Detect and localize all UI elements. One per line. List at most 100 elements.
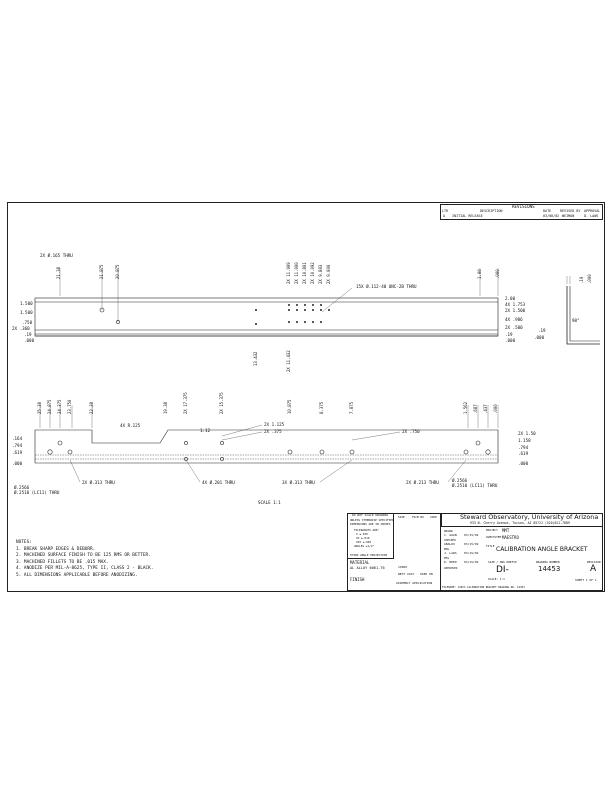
prefix-header-size: SIZE xyxy=(398,515,405,519)
qty-value: 1X000 xyxy=(398,565,408,569)
used-on-label: USED ON xyxy=(420,572,433,576)
subtitle-label: SUBSYSTEM xyxy=(486,535,502,539)
front-right-dim-1-50: 2X 1.50 xyxy=(518,431,536,436)
front-top-dim-2: 24.375 xyxy=(57,399,62,414)
size-label: SIZE / DWG PREFIX xyxy=(488,560,517,564)
right-dim-1-500: 2X 1.500 xyxy=(505,308,526,313)
front-right-dim-000: .000 xyxy=(518,461,529,466)
inner-label-1-12: 1.12 xyxy=(200,428,211,433)
role-mfg: MFG xyxy=(444,556,450,560)
revision-value: A xyxy=(590,564,597,574)
top-dim-10-092: 2X 10.092 xyxy=(310,262,315,284)
role-drawn: DRAWN xyxy=(444,529,453,533)
hole-note-313-left: 2X Ø.313 THRU xyxy=(82,480,115,485)
role-checked: CHECKED xyxy=(444,538,456,542)
front-top-dim-0: 25.38 xyxy=(37,401,42,414)
side-dim-000: .000 xyxy=(534,335,545,340)
radius-note: 4X R.125 xyxy=(120,423,141,428)
hole-note-213: 2X Ø.213 THRU xyxy=(406,480,439,485)
scale-reference: SCALE: 1:1 xyxy=(488,577,505,581)
right-dim-2-00: 2.00 xyxy=(505,296,516,301)
inner-label-750: 2X .750 xyxy=(402,429,420,434)
bottom-dim-11-432: 2X 11.432 xyxy=(286,350,291,372)
rev-row-description: INITIAL RELEASE xyxy=(452,214,483,218)
side-dim-19: .19 xyxy=(538,328,546,333)
top-dim-10-801: 2X 10.801 xyxy=(302,262,307,284)
rev-header-ltr: LTR xyxy=(442,209,449,213)
top-dim-21-875: 21.875 xyxy=(99,264,104,279)
top-dim-right-000: .000 xyxy=(495,269,500,279)
drawing-sheet xyxy=(7,202,605,592)
front-top-dim-3: 23.750 xyxy=(67,399,72,414)
tolerance-4: ANGLES ±1/2° xyxy=(354,544,375,548)
top-dim-21-38: 21.38 xyxy=(56,266,61,279)
bottom-dim-13-432: 13.432 xyxy=(253,351,258,366)
title-label: TITLE xyxy=(486,544,495,548)
notes-title: NOTES: xyxy=(16,540,32,545)
front-left-dim-164: .164 xyxy=(12,436,23,441)
hole-note-201: 4X Ø.201 THRU xyxy=(202,480,235,485)
sheet-label: SHEET 1 OF 1 xyxy=(575,578,597,582)
front-top-dim-11: 1.562 xyxy=(463,401,468,414)
date-mfg: 03/15/02 xyxy=(464,560,479,564)
top-note-hole-165: 2X Ø.165 THRU xyxy=(40,253,73,258)
right-dim-000: .000 xyxy=(505,338,516,343)
front-top-dim-12: .687 xyxy=(473,404,478,414)
do-not-scale: DO NOT SCALE DRAWING xyxy=(352,513,389,517)
finish-label: FINISH xyxy=(350,577,365,582)
front-top-dim-14: .000 xyxy=(493,404,498,414)
rev-row-revised-by: WEIMAN xyxy=(562,214,575,218)
left-dim-000: .000 xyxy=(24,338,35,343)
top-dim-9-000: 2X 9.000 xyxy=(326,264,331,284)
top-dim-11-000: 2X 11.000 xyxy=(294,262,299,284)
revisions-title: REVISIONS xyxy=(512,204,535,209)
project-label: PROJECT xyxy=(486,528,498,532)
date-checked: 03/15/02 xyxy=(464,542,479,546)
company-box xyxy=(441,513,603,527)
person-drawn: C. GUAN xyxy=(444,533,457,537)
date-eng: 03/15/02 xyxy=(464,551,479,555)
front-left-dim-000: .000 xyxy=(12,461,23,466)
left-dim-19: .19 xyxy=(24,332,32,337)
rev-header-description: DESCRIPTION xyxy=(480,209,503,213)
front-right-dim-794: .794 xyxy=(518,445,529,450)
rev-row-ltr: A xyxy=(443,214,446,218)
front-top-dim-5: 19.38 xyxy=(163,401,168,414)
rev-row-date: 03/08/02 xyxy=(543,214,560,218)
front-top-dim-13: .437 xyxy=(483,404,488,414)
right-dim-986: 4X .986 xyxy=(505,317,523,322)
front-top-dim-10: 7.875 xyxy=(349,401,354,414)
person-checked: ABALDO xyxy=(444,542,455,546)
revisions-table xyxy=(440,204,603,220)
role-eng: ENG xyxy=(444,547,450,551)
tolerance-3: XXX ±.005 xyxy=(356,540,372,544)
bottom-left-note-b: Ø.2510 (LC11) THRU xyxy=(14,490,60,495)
note-3: 3. MACHINED FILLETS TO BE .015 MAX. xyxy=(16,559,109,565)
front-top-dim-6: 2X 17.375 xyxy=(183,392,188,414)
thread-note: 15X Ø.112-40 UNC-2B THRU xyxy=(356,284,417,289)
rev-header-date: DATE xyxy=(543,209,552,213)
tolerance-1: X ±.030 xyxy=(356,532,368,536)
part-title: CALIBRATION ANGLE BRACKET xyxy=(496,546,588,553)
drawing-number-label: DRAWING NUMBER xyxy=(536,560,560,564)
drawing-prefix: DI- xyxy=(496,565,509,575)
footer-text: FILENAME: 14453 CALIBRATION BRACKET DRAW… xyxy=(442,586,525,589)
front-top-dim-9: 8.375 xyxy=(319,401,324,414)
side-angle-label: 90° xyxy=(572,318,580,323)
side-top-dim-000: .000 xyxy=(587,274,592,284)
left-dim-1-500-b: 1.500 xyxy=(20,310,33,315)
tolerance-2: XX ±.010 xyxy=(356,536,370,540)
person-eng: J. LAWS xyxy=(444,551,457,555)
scale-label: SCALE 1:1 xyxy=(258,500,281,505)
front-top-dim-1: 24.875 xyxy=(47,399,52,414)
rev-header-revised-by: REVISED BY xyxy=(560,209,581,213)
left-dim-360: 2X .360 xyxy=(12,326,30,331)
general-notes: NOTES: 1. BREAK SHARP EDGES & DEBURR. 2.… xyxy=(16,540,153,580)
material-value: AL ALLOY 6061-T6 xyxy=(350,566,385,570)
tolerance-0: TOLERANCES ARE: xyxy=(354,528,380,532)
prefix-header-code: CODE xyxy=(430,515,437,519)
inner-label-1-125: 2X 1.125 xyxy=(264,422,285,427)
application-label: ASSEMBLY APPLICATION xyxy=(396,581,433,585)
project-value: MMT xyxy=(502,528,510,533)
person-mfg: D. REED xyxy=(444,560,457,564)
